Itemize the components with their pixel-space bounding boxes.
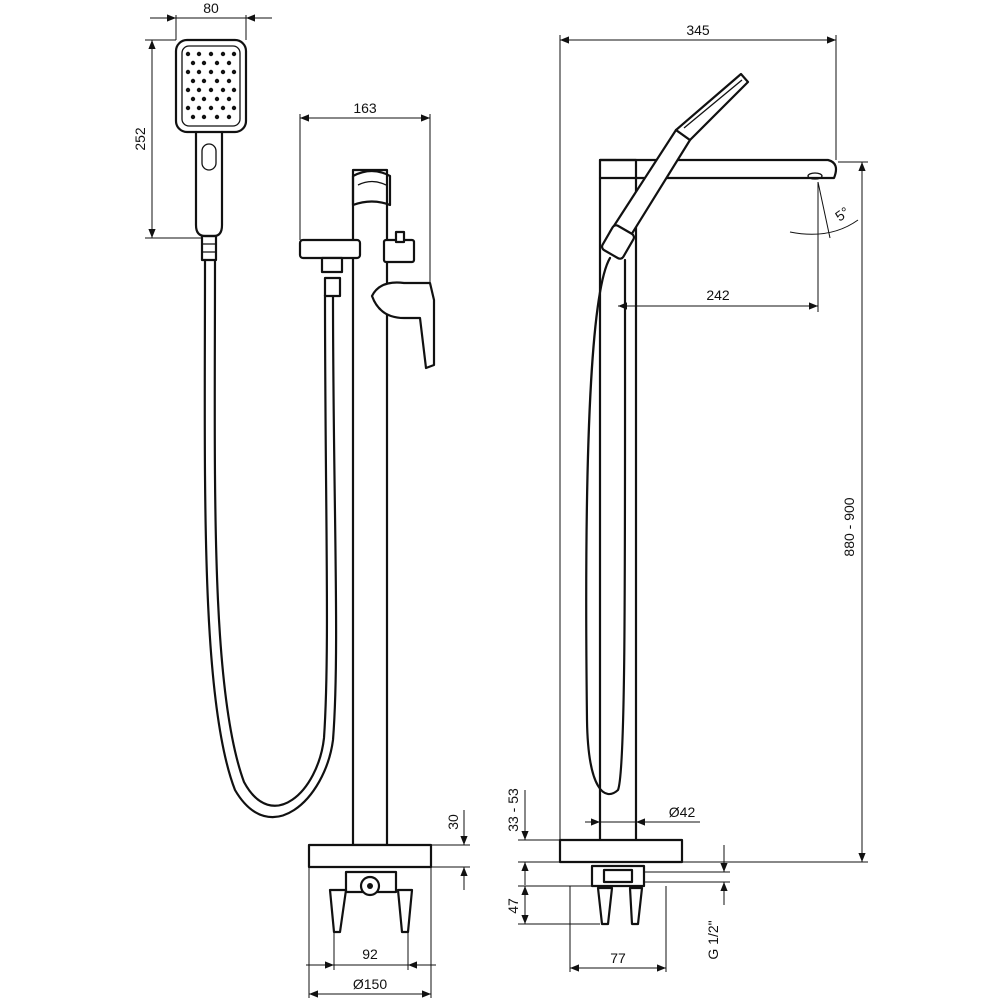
dimension-lines — [145, 14, 868, 998]
dim-spout-reach: 242 — [706, 287, 730, 303]
diverter-knob — [382, 238, 416, 264]
hand-shower-view — [174, 38, 338, 819]
shower-holder — [298, 238, 362, 260]
dim-body-depth: 163 — [353, 100, 377, 116]
dim-cover-range: 33 - 53 — [505, 788, 521, 832]
hose-connector — [200, 234, 218, 262]
dim-overall-height: 880 - 900 — [841, 497, 857, 556]
spout-front — [351, 169, 392, 207]
dim-overall-length: 345 — [686, 22, 710, 38]
spout-side — [598, 158, 838, 180]
column-side — [598, 158, 638, 847]
mounting-bracket-front — [328, 870, 414, 934]
hose-side — [585, 256, 627, 796]
dim-base-diameter: Ø150 — [353, 976, 387, 992]
shower-button — [201, 143, 217, 171]
nozzle-pattern — [185, 51, 237, 120]
mixer-side-view — [558, 72, 838, 926]
dim-column-diameter: Ø42 — [669, 804, 696, 820]
mounting-bracket-side — [590, 864, 646, 926]
hand-shower-docked — [600, 72, 750, 260]
dim-mount-depth: 47 — [505, 898, 521, 914]
dim-base-thickness: 30 — [445, 814, 461, 830]
column-front — [351, 168, 389, 847]
dim-shower-head-width: 80 — [203, 0, 219, 16]
shower-handle — [194, 130, 224, 238]
base-plate-side — [558, 838, 684, 864]
dimension-labels: 80 252 163 345 242 5° 880 - 900 30 33 - … — [132, 0, 857, 992]
mixer-lever — [370, 281, 436, 370]
dim-spout-angle: 5° — [832, 204, 852, 225]
dim-bracket-width: 77 — [610, 950, 626, 966]
mixer-front-view — [298, 168, 436, 934]
shower-head — [174, 38, 248, 134]
dim-thread: G 1/2" — [705, 920, 721, 959]
shower-hose — [203, 258, 338, 819]
dim-fixing-spacing: 92 — [362, 946, 378, 962]
dim-shower-head-height: 252 — [132, 127, 148, 151]
base-plate-front — [307, 843, 433, 869]
